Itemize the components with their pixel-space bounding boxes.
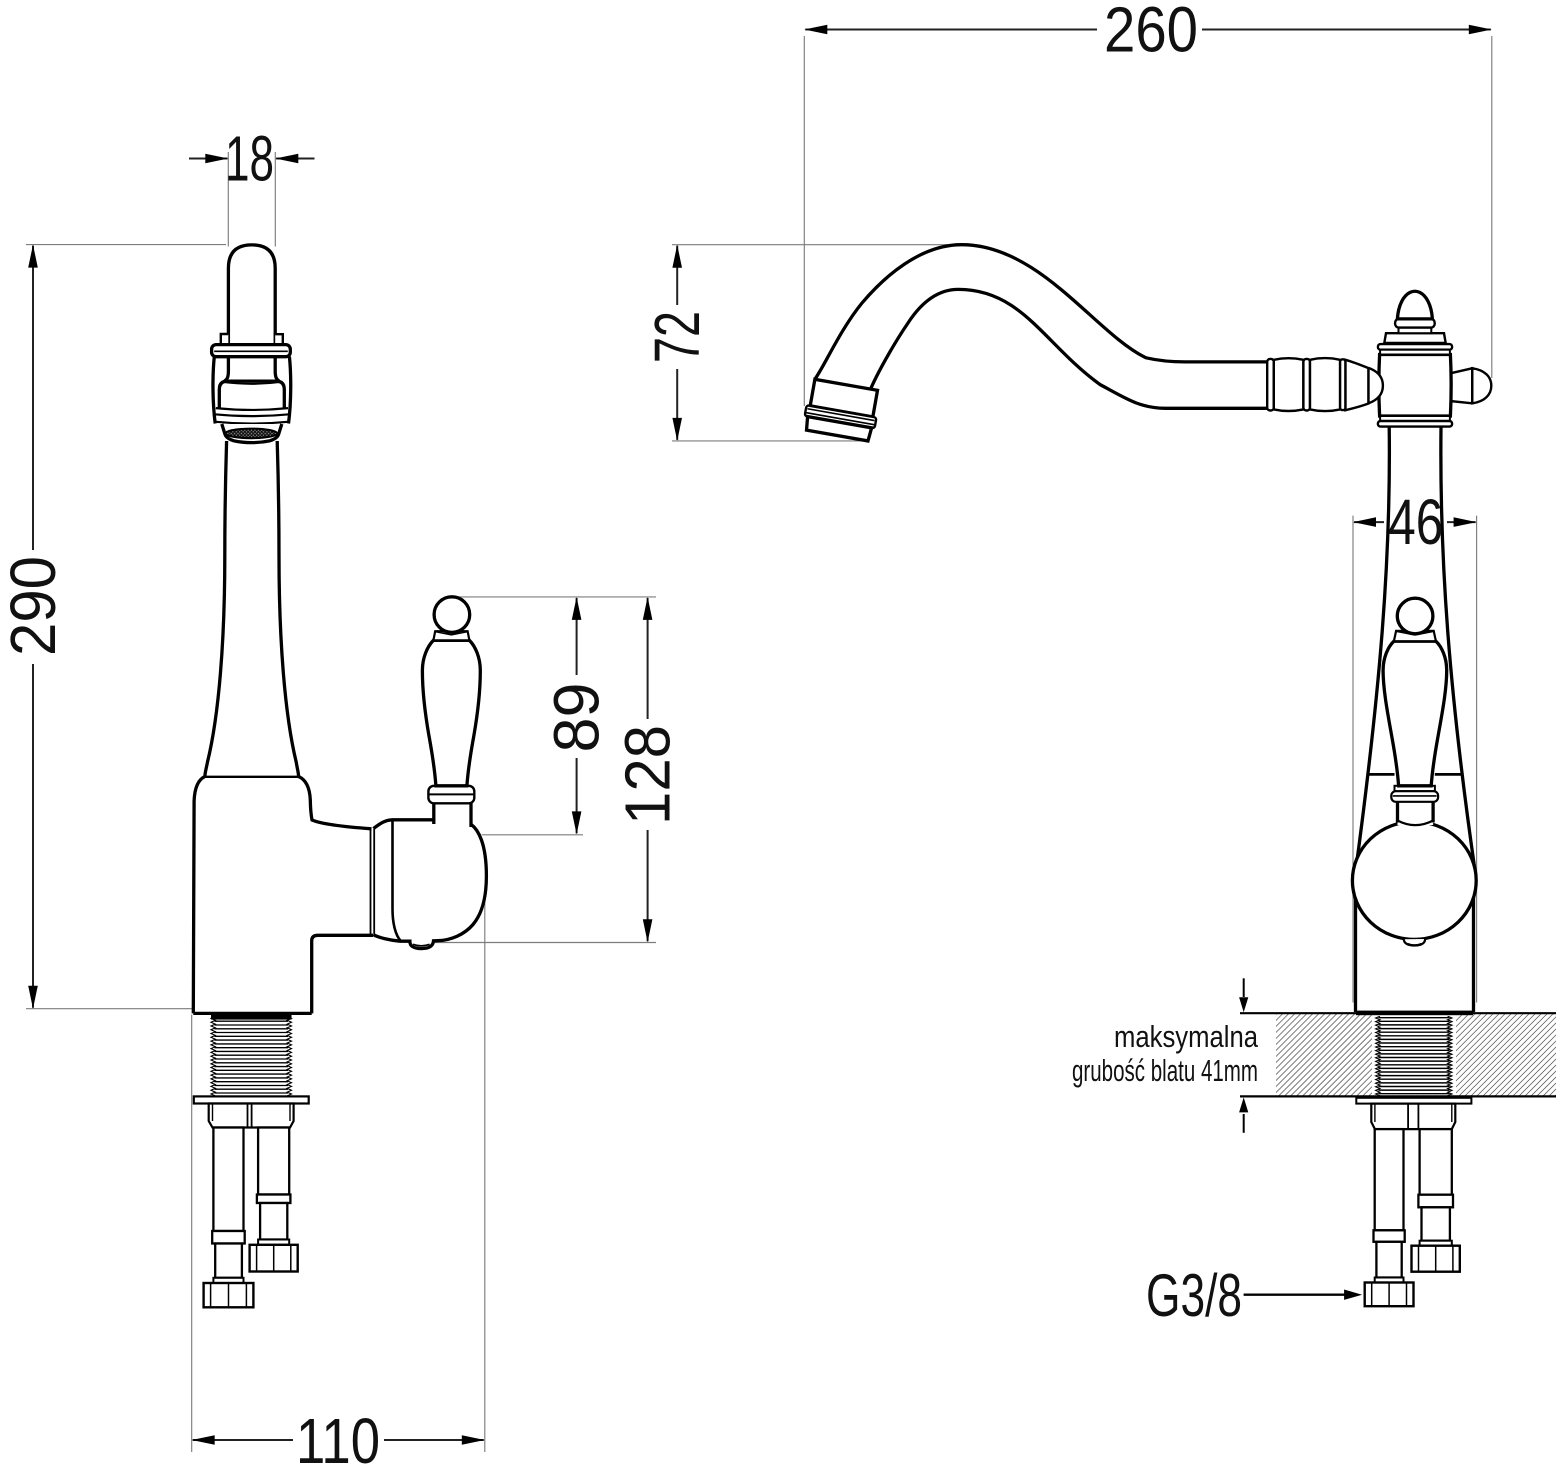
svg-text:260: 260 — [1104, 0, 1198, 66]
svg-text:128: 128 — [612, 725, 684, 825]
svg-text:maksymalna: maksymalna — [1114, 1019, 1259, 1054]
svg-text:G3/8: G3/8 — [1146, 1262, 1242, 1329]
svg-text:89: 89 — [541, 683, 613, 753]
svg-text:290: 290 — [0, 556, 69, 656]
svg-text:grubość blatu 41mm: grubość blatu 41mm — [1072, 1053, 1258, 1088]
svg-text:46: 46 — [1388, 486, 1443, 558]
svg-text:110: 110 — [296, 1405, 380, 1477]
svg-text:18: 18 — [225, 123, 274, 195]
svg-text:72: 72 — [641, 311, 713, 363]
